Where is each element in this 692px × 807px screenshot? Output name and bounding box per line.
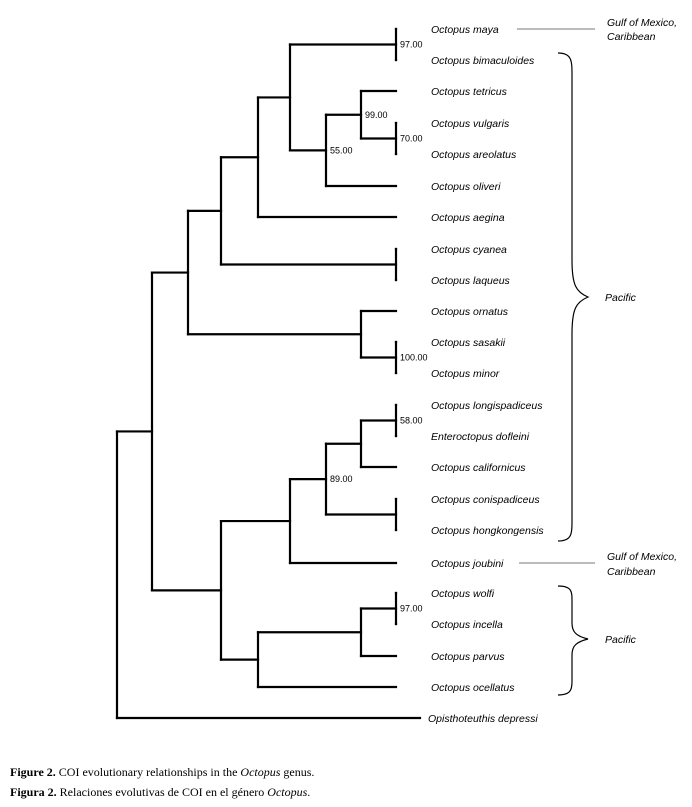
bootstrap-value: 55.00 — [330, 145, 353, 155]
taxon-label: Octopus parvus — [431, 651, 505, 663]
region-annotations: Gulf of Mexico, Caribbean Pacific Gulf o… — [517, 17, 677, 696]
taxon-label: Octopus bimaculoides — [431, 55, 535, 67]
taxon-label: Octopus ocellatus — [431, 682, 515, 694]
caption-text-en-1: COI evolutionary relationships in the — [55, 765, 241, 779]
caption-genus-es: Octopus — [267, 785, 308, 799]
taxon-label: Opisthoteuthis depressi — [428, 713, 538, 725]
taxon-label: Octopus cyanea — [431, 244, 507, 256]
tree-branches — [115, 27, 422, 720]
taxon-label: Octopus maya — [431, 24, 499, 36]
taxon-label: Octopus minor — [431, 368, 500, 380]
taxon-label: Octopus incella — [431, 619, 503, 631]
caption-label-es: Figura 2. — [10, 785, 57, 799]
gulf-label-bottom-line1: Gulf of Mexico, — [607, 551, 677, 563]
taxon-label: Octopus areolatus — [431, 149, 517, 161]
taxon-label: Enteroctopus dofleini — [431, 431, 530, 443]
taxon-label: Octopus conispadiceus — [431, 494, 540, 506]
taxon-label: Octopus californicus — [431, 462, 526, 474]
taxon-label: Octopus wolfi — [431, 588, 495, 600]
taxon-label: Octopus vulgaris — [431, 118, 510, 130]
gulf-label-top-line1: Gulf of Mexico, — [607, 17, 677, 29]
pacific-brace-large — [557, 52, 590, 542]
pacific-brace-small — [557, 585, 589, 696]
taxon-label: Octopus hongkongensis — [431, 525, 544, 537]
caption-text-en-2: genus. — [280, 765, 315, 779]
bootstrap-value: 97.00 — [400, 604, 423, 614]
taxon-label: Octopus laqueus — [431, 275, 511, 287]
taxon-label: Octopus longispadiceus — [431, 400, 543, 412]
gulf-label-bottom-line2: Caribbean — [607, 566, 656, 578]
bootstrap-value: 97.00 — [400, 40, 423, 50]
taxon-label: Octopus aegina — [431, 212, 505, 224]
bootstrap-value: 89.00 — [330, 474, 353, 484]
gulf-label-top-line2: Caribbean — [607, 31, 656, 43]
caption-genus-en: Octopus — [240, 765, 281, 779]
taxon-label: Octopus tetricus — [431, 86, 508, 98]
bootstrap-value: 70.00 — [400, 134, 423, 144]
figure-caption-english: Figure 2. COI evolutionary relationships… — [10, 765, 314, 780]
caption-text-es-1: Relaciones evolutivas de COI en el géner… — [56, 785, 268, 799]
taxon-label: Octopus ornatus — [431, 306, 509, 318]
figure-caption-spanish: Figura 2. Relaciones evolutivas de COI e… — [10, 785, 310, 800]
bootstrap-value: 99.00 — [365, 110, 388, 120]
bootstrap-labels: 97.00 70.00 99.00 55.00 100.00 58.00 89.00 97.0… — [330, 40, 428, 614]
bootstrap-value: 100.00 — [400, 353, 428, 363]
caption-label-en: Figure 2. — [10, 765, 56, 779]
taxon-label: Octopus sasakii — [431, 337, 506, 349]
caption-text-es-2: . — [307, 785, 311, 799]
taxon-label: Octopus joubini — [431, 558, 504, 570]
pacific-label-small: Pacific — [605, 634, 637, 646]
bootstrap-value: 58.00 — [400, 416, 423, 426]
taxon-label: Octopus oliveri — [431, 181, 501, 193]
pacific-label-large: Pacific — [605, 292, 637, 304]
